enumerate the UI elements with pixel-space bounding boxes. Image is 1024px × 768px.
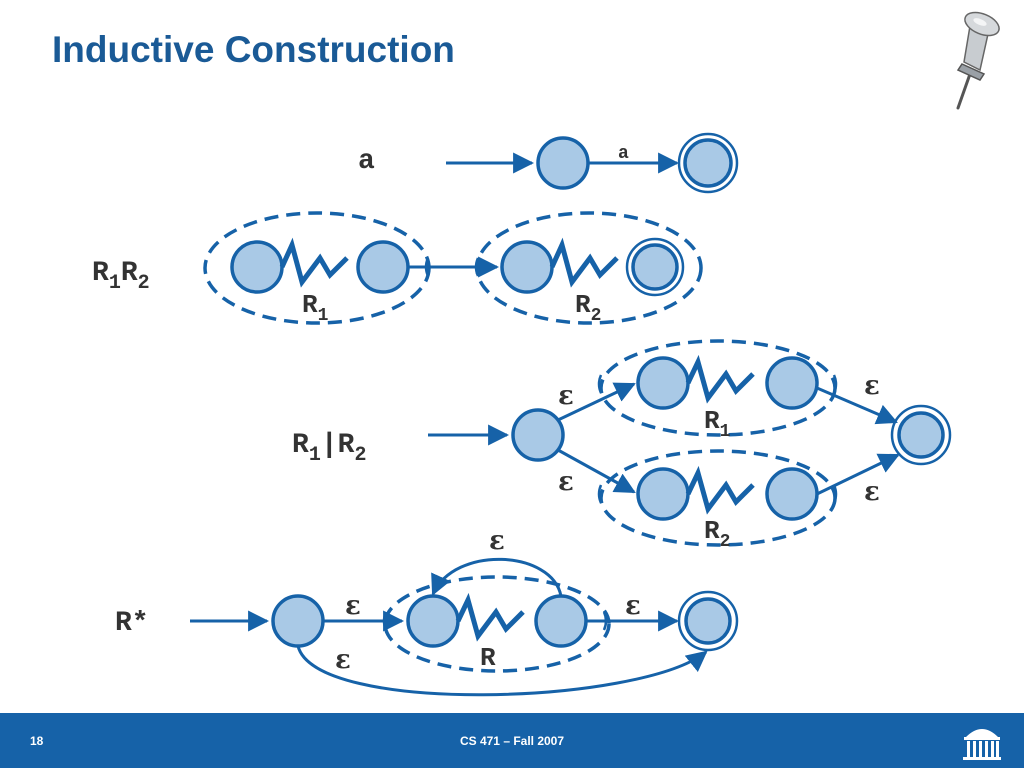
upper-r1-spring	[685, 354, 755, 404]
lower-r2-spring	[685, 465, 755, 515]
upper-r1-end-state	[765, 356, 819, 410]
row-concatenation: R1R2 R1 R2	[92, 211, 703, 326]
epsilon-bypass: ε	[335, 645, 351, 675]
row-alternation: R1|R2 ε R1 ε ε R2 ε	[292, 339, 952, 552]
r1-spring	[279, 237, 349, 288]
edge-eps-bypass	[296, 645, 708, 697]
pushpin-icon	[956, 11, 1000, 110]
star-accept-ring	[677, 590, 739, 652]
edge-eps-upper-out	[816, 386, 898, 425]
rotunda-logo-icon	[963, 729, 1001, 760]
r1-start-state	[230, 240, 284, 294]
slide-title: Inductive Construction	[52, 29, 455, 70]
epsilon-upper-right: ε	[864, 371, 880, 401]
expression-r1r2: R1R2	[92, 258, 150, 295]
paren-upper-right	[832, 374, 838, 394]
edge-label-a: a	[618, 144, 629, 164]
lower-r2-end-state	[765, 467, 819, 521]
course-label: CS 471 – Fall 2007	[459, 734, 565, 748]
state-accept-ring	[677, 132, 739, 194]
epsilon-exit: ε	[625, 591, 641, 621]
star-start-state	[271, 594, 325, 648]
group-r2-boundary	[475, 211, 703, 325]
epsilon-upper-left: ε	[558, 381, 574, 411]
alt-accept-ring	[890, 404, 952, 466]
r2-accept-state	[631, 243, 679, 291]
r-spring	[455, 592, 525, 642]
footer-bar: 18 CS 471 – Fall 2007	[0, 713, 1024, 768]
group-r-boundary	[383, 575, 611, 673]
edge-eps-lower-out	[816, 453, 900, 496]
expression-r1-or-r2: R1|R2	[292, 430, 366, 467]
r2-accept-ring	[625, 237, 685, 297]
group-label-r2: R2	[575, 290, 601, 326]
epsilon-lower-left: ε	[558, 467, 574, 497]
nfa-diagram: .edge { stroke: #1662a8; stroke-width: 3…	[92, 132, 952, 697]
upper-r1-start-state	[636, 356, 690, 410]
alt-start-state	[511, 408, 565, 462]
row-kleene-star: R* ε R ε ε ε	[115, 526, 739, 697]
r-end-state	[534, 594, 588, 648]
edge-eps-lower	[557, 448, 636, 494]
epsilon-lower-right: ε	[864, 477, 880, 507]
group-label-r: R	[480, 643, 496, 673]
star-accept-state	[684, 597, 732, 645]
expression-r-star: R*	[115, 608, 149, 639]
group-label-r2: R2	[704, 516, 730, 552]
alt-accept-state	[897, 411, 945, 459]
row-single-symbol: a a	[358, 132, 739, 194]
expression-a: a	[358, 146, 375, 177]
r1-end-state	[356, 240, 410, 294]
page-number: 18	[30, 734, 44, 748]
epsilon-enter: ε	[345, 591, 361, 621]
group-label-r1: R1	[302, 290, 329, 326]
state-start	[536, 136, 590, 190]
r2-spring	[549, 237, 619, 288]
edge-eps-upper	[557, 382, 636, 422]
state-accept	[683, 138, 733, 188]
epsilon-loop: ε	[489, 526, 505, 556]
edge-eps-loop	[431, 557, 563, 597]
lower-r2-start-state	[636, 467, 690, 521]
r2-start-state	[500, 240, 554, 294]
r-start-state	[406, 594, 460, 648]
group-label-r1: R1	[704, 406, 731, 442]
